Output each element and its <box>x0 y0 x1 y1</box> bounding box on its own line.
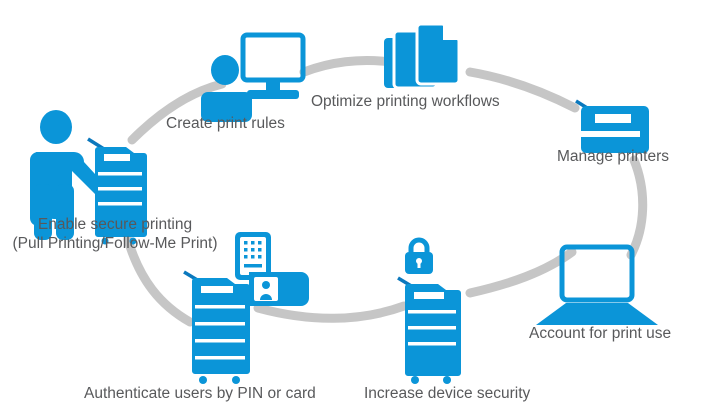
keypad-keys-group <box>244 241 262 268</box>
lock-keyhole-stem-shape <box>417 261 421 268</box>
stacked-documents-icon <box>384 22 461 90</box>
printer-wheel-left-3 <box>411 376 419 384</box>
printer-slot-shape-1 <box>104 154 130 161</box>
label-optimize-printing-workflows: Optimize printing workflows <box>311 93 500 110</box>
printer-wheel-left-4 <box>199 376 207 384</box>
label-manage-printers: Manage printers <box>557 148 670 165</box>
printer-with-keypad-and-card-icon <box>183 232 309 384</box>
person-with-printer-icon <box>30 110 147 245</box>
printer-wheel-left-1 <box>101 237 109 245</box>
cycle-arc-group <box>123 56 648 327</box>
printer-top-view-icon <box>575 99 649 153</box>
label-enable-secure-printing-line1: Enable secure printing <box>37 216 193 233</box>
printer-output-slot-shape <box>595 114 631 123</box>
person-body-shape <box>36 152 107 219</box>
laptop-keyboard-shape <box>536 303 658 325</box>
printer-slot-shape-3 <box>414 292 444 299</box>
printer-line-b-3 <box>408 326 456 330</box>
person-head-shape <box>40 110 72 144</box>
arc-account-to-manage <box>626 155 648 260</box>
printer-line-d-4 <box>195 356 245 360</box>
document-folded-corner-shape <box>443 24 459 40</box>
printer-line-a-3 <box>408 310 456 314</box>
printer-wheel-right-1 <box>129 237 137 245</box>
person-right-leg-shape <box>56 184 74 240</box>
label-authenticate-users-by-pin-or-card: Authenticate users by PIN or card <box>84 385 316 402</box>
printer-body-shape-2 <box>581 106 649 153</box>
arc-optimize-to-create <box>299 56 395 77</box>
person-with-monitor-icon <box>201 32 306 122</box>
arc-manage-to-optimize <box>465 67 580 113</box>
arc-security-to-account <box>465 247 577 298</box>
printer-line-c-3 <box>408 342 456 346</box>
printer-slot-shape-4 <box>201 286 233 293</box>
printer-line-a-4 <box>195 305 245 309</box>
label-create-print-rules: Create print rules <box>166 115 285 132</box>
printer-line-a-1 <box>98 172 142 176</box>
monitor-screen-shape <box>240 32 306 83</box>
user-head-shape <box>211 55 239 85</box>
monitor-neck-shape <box>266 82 280 90</box>
lock-shackle-shape <box>408 237 430 253</box>
document-front-shape <box>415 22 461 86</box>
printer-body-shape-3 <box>405 284 461 376</box>
arc-authenticate-to-security <box>253 301 409 323</box>
printer-wheel-right-4 <box>232 376 240 384</box>
id-card-avatar-head-shape <box>262 281 270 289</box>
monitor-base-shape <box>247 90 299 99</box>
label-increase-device-security: Increase device security <box>364 385 531 402</box>
printer-line-c-4 <box>195 339 245 343</box>
printer-line-b-1 <box>98 187 142 191</box>
label-enable-secure-printing-line2: (Pull Printing/Follow-Me Print) <box>12 235 218 252</box>
printer-wheel-right-3 <box>443 376 451 384</box>
printer-body-shape-1 <box>95 147 147 237</box>
person-left-leg-shape <box>34 184 52 240</box>
label-enable-secure-printing: Enable secure printing (Pull Printing/Fo… <box>0 215 230 253</box>
printer-with-lock-icon <box>397 237 461 384</box>
laptop-screen-shape <box>559 244 635 303</box>
printer-line-c-1 <box>98 202 142 206</box>
label-account-for-print-use: Account for print use <box>529 325 672 342</box>
user-torso-shape <box>201 92 252 122</box>
arc-enable-to-authenticate <box>123 235 195 327</box>
id-card-avatar-body-shape <box>260 294 272 300</box>
printer-line-b-4 <box>195 322 245 326</box>
arc-create-to-enable <box>127 79 227 145</box>
printer-divider-shape <box>578 131 640 137</box>
printer-body-shape-4 <box>192 278 250 374</box>
laptop-icon <box>536 244 658 325</box>
